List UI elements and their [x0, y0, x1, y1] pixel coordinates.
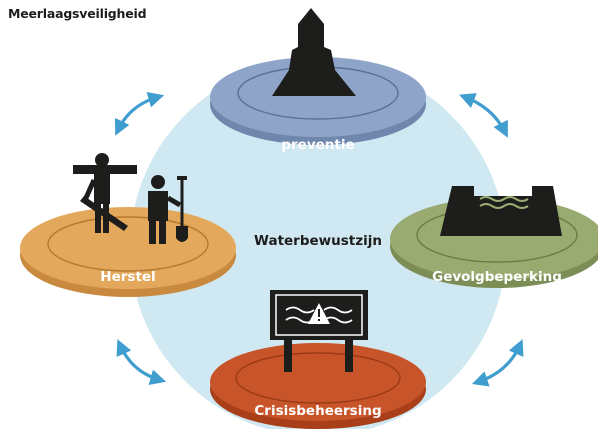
warning-sign-icon: [270, 290, 368, 372]
arrow-bottom-right: [471, 339, 524, 387]
label-gevolgbeperking: Gevolgbeperking: [432, 269, 562, 285]
label-herstel: Herstel: [100, 269, 156, 285]
diagram-title: Meerlaagsveiligheid: [8, 6, 147, 21]
label-preventie: preventie: [281, 137, 355, 153]
arrow-bottom-left: [116, 339, 167, 386]
center-label: Waterbewustzijn: [254, 233, 382, 249]
layer-preventie: [210, 8, 426, 145]
flood-barrier-icon: [440, 186, 562, 236]
central-circle: [130, 60, 506, 429]
arrow-top-left: [114, 91, 165, 136]
layer-gevolgbeperking: [390, 186, 598, 288]
workers-icon: [73, 153, 188, 244]
arrow-top-right: [459, 93, 508, 138]
dike-tower-icon: [272, 8, 356, 96]
layer-crisisbeheersing: [210, 290, 426, 429]
label-crisisbeheersing: Crisisbeheersing: [254, 403, 382, 419]
layer-herstel: [20, 153, 236, 297]
cycle-arrows: [114, 91, 524, 387]
